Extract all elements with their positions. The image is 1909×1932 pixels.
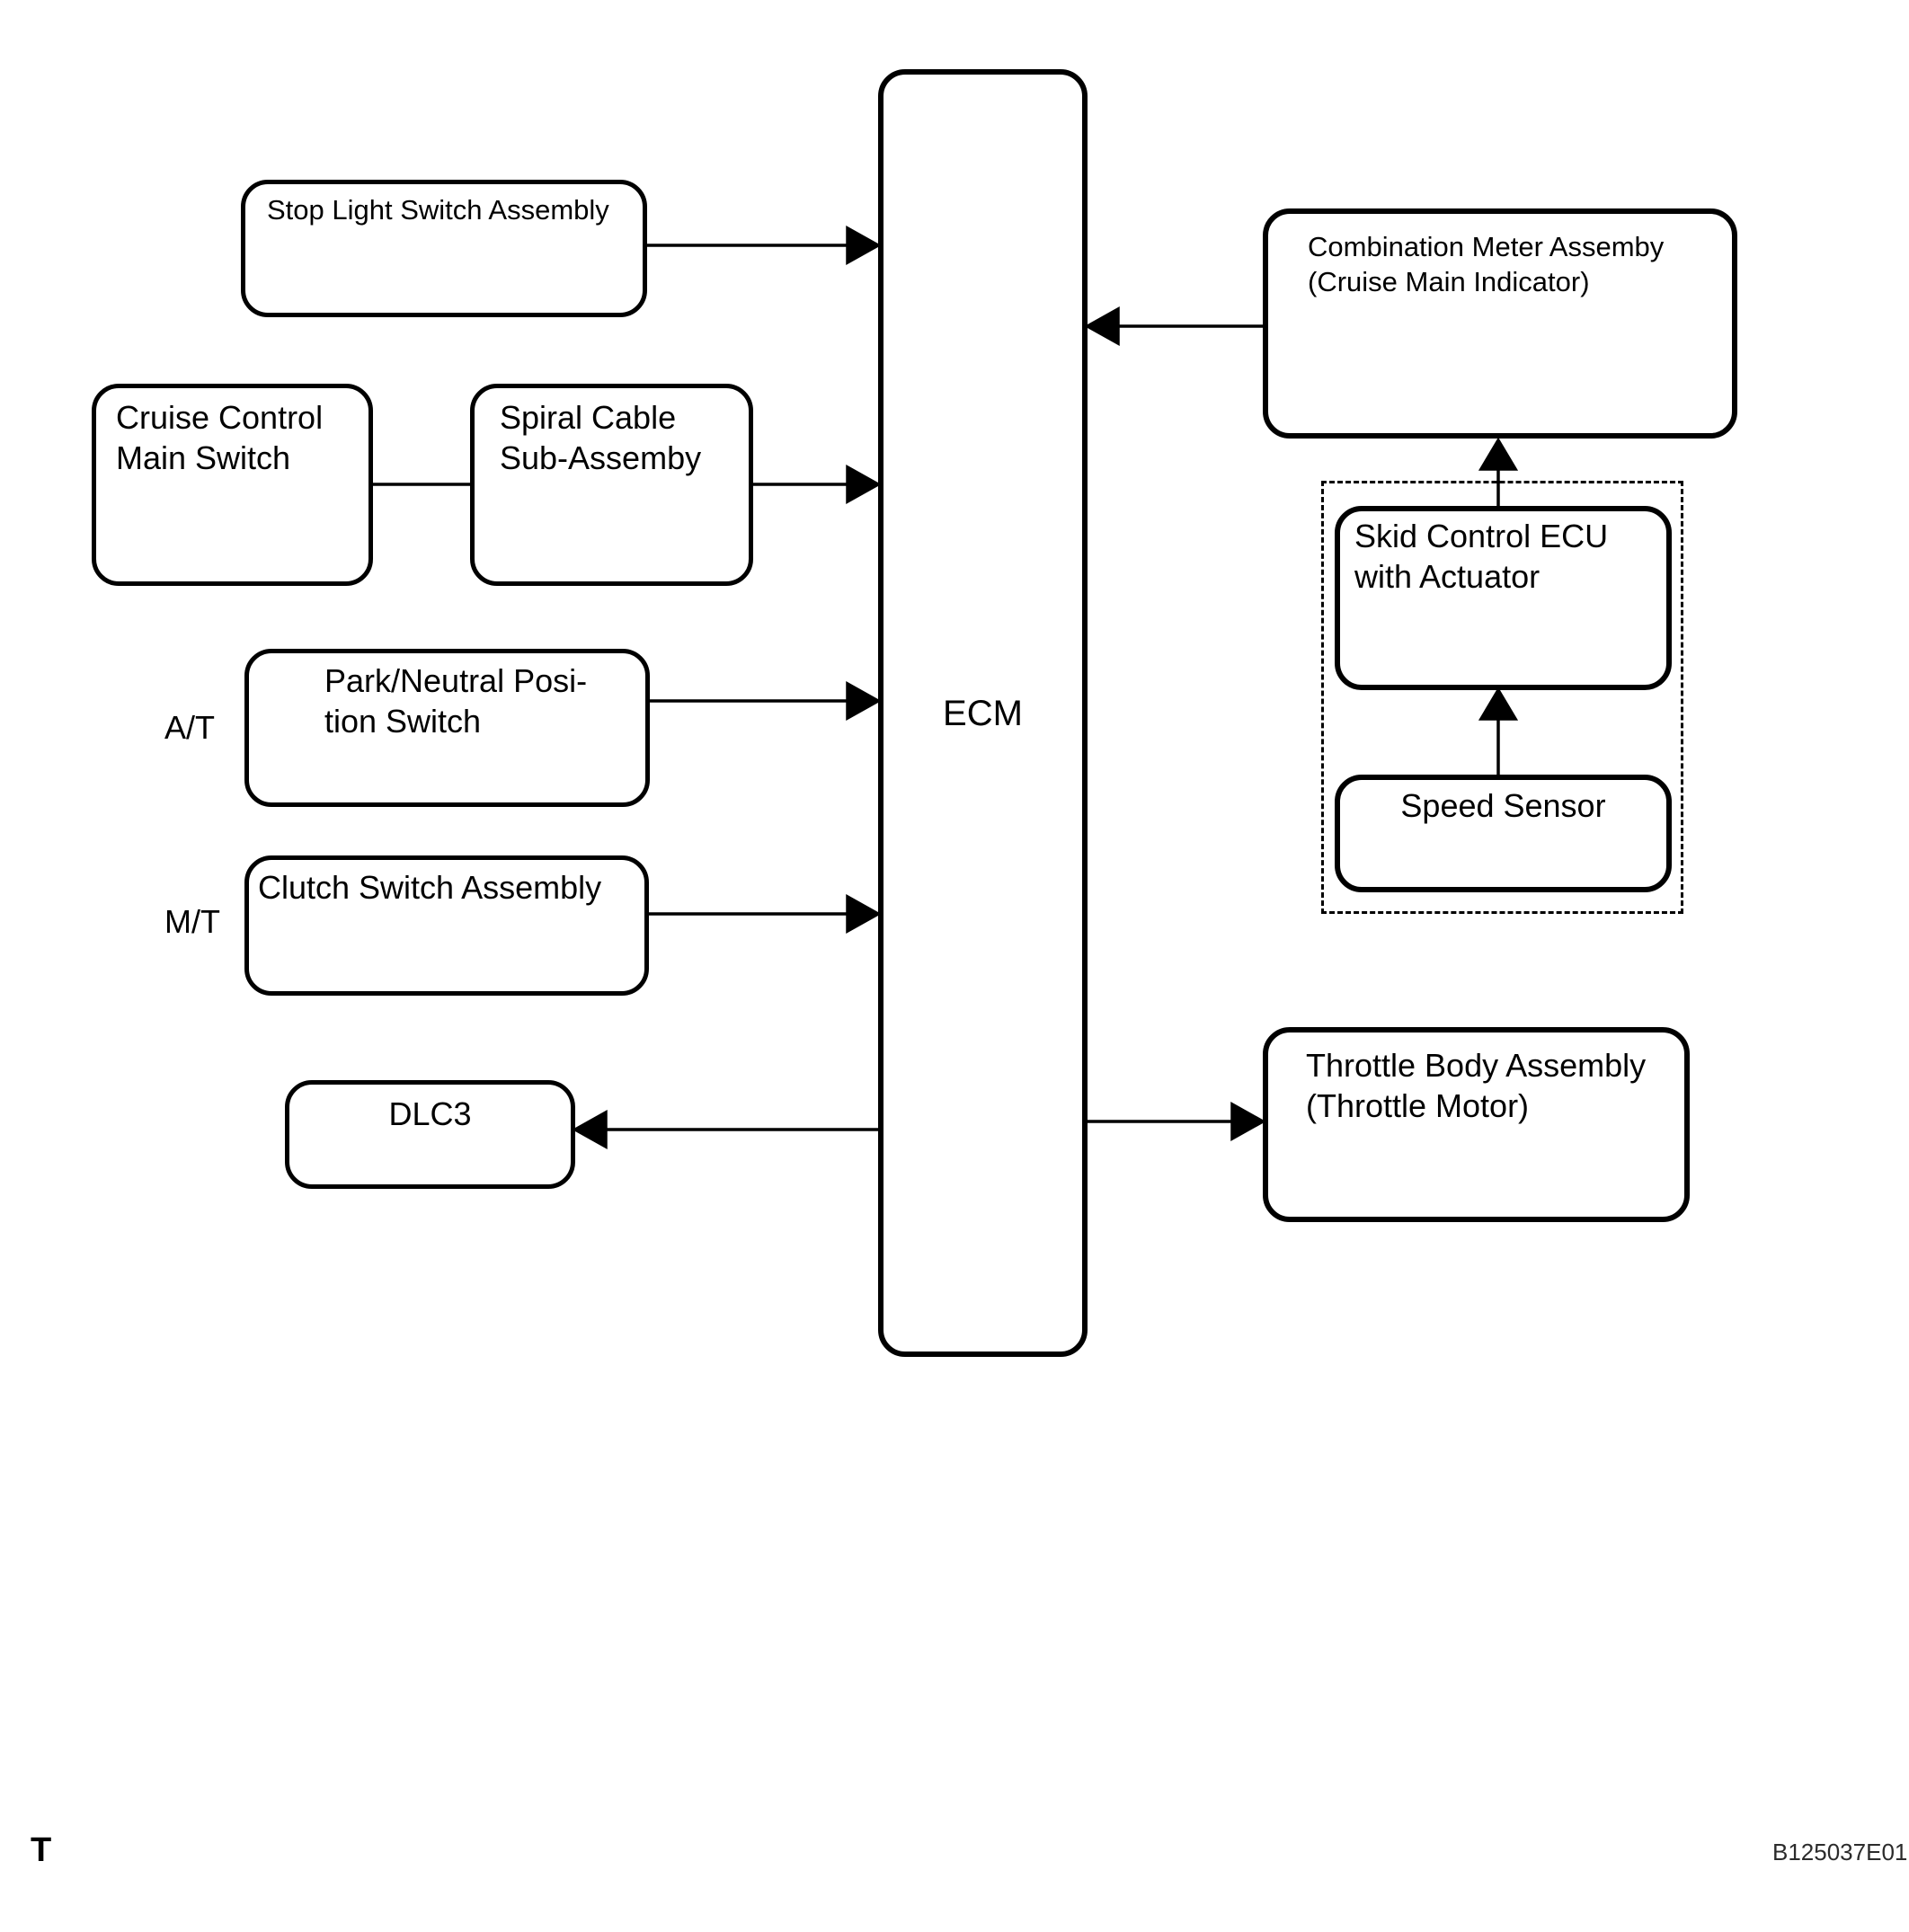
- node-spiral-cable-sub-assembly: Spiral Cable Sub-Assemby: [470, 384, 753, 586]
- node-label-line2: with Actuator: [1354, 558, 1541, 595]
- page-marker: T: [31, 1831, 52, 1869]
- node-label-line2: (Throttle Motor): [1306, 1087, 1530, 1124]
- node-stop-light-switch-assembly: Stop Light Switch Assembly: [241, 180, 647, 317]
- node-label-line2: (Cruise Main Indicator): [1308, 265, 1590, 297]
- arrowhead-spiral-to-ecm: [846, 465, 882, 504]
- arrowhead-skid-to-meter: [1478, 437, 1519, 471]
- node-label-line2: tion Switch: [324, 703, 482, 740]
- node-label: Speed Sensor: [1400, 787, 1606, 824]
- node-label-line1: Throttle Body Assembly: [1306, 1047, 1647, 1084]
- label-manual-transmission: M/T: [164, 903, 220, 940]
- node-combination-meter-assembly: Combination Meter Assemby (Cruise Main I…: [1263, 208, 1737, 439]
- node-label: DLC3: [388, 1095, 472, 1132]
- node-throttle-body-assembly: Throttle Body Assembly (Throttle Motor): [1263, 1027, 1690, 1222]
- node-label: Stop Light Switch Assembly: [267, 194, 609, 226]
- arrowhead-stop-light-to-ecm: [846, 226, 882, 265]
- node-clutch-switch-assembly: Clutch Switch Assembly: [244, 855, 649, 996]
- node-label-line1: Combination Meter Assemby: [1308, 231, 1665, 262]
- node-label-line1: Spiral Cable: [500, 399, 677, 436]
- node-cruise-control-main-switch: Cruise Control Main Switch: [92, 384, 373, 586]
- node-label-line2: Sub-Assemby: [500, 439, 702, 476]
- node-park-neutral-position-switch: Park/Neutral Posi- tion Switch: [244, 649, 650, 807]
- node-ecm: ECM: [878, 69, 1088, 1357]
- node-label: ECM: [943, 693, 1023, 733]
- node-label-line2: Main Switch: [116, 439, 291, 476]
- skid-control-group-outline: [1321, 481, 1683, 914]
- node-label: Clutch Switch Assembly: [258, 869, 602, 906]
- figure-code: B125037E01: [1772, 1839, 1908, 1866]
- node-label-line1: Park/Neutral Posi-: [324, 662, 588, 699]
- arrowhead-park-neutral-to-ecm: [846, 681, 882, 721]
- label-automatic-transmission: A/T: [164, 709, 216, 746]
- node-skid-control-ecu: Skid Control ECU with Actuator: [1335, 506, 1672, 690]
- arrowhead-ecm-to-throttle: [1230, 1102, 1266, 1141]
- node-label-line1: Skid Control ECU: [1354, 518, 1609, 554]
- node-dlc3: DLC3: [285, 1080, 575, 1189]
- node-speed-sensor: Speed Sensor: [1335, 775, 1672, 892]
- arrowhead-ecm-to-dlc3: [572, 1110, 608, 1149]
- arrowhead-meter-to-ecm: [1084, 306, 1120, 346]
- node-label-line1: Cruise Control: [116, 399, 324, 436]
- arrowhead-clutch-to-ecm: [846, 894, 882, 934]
